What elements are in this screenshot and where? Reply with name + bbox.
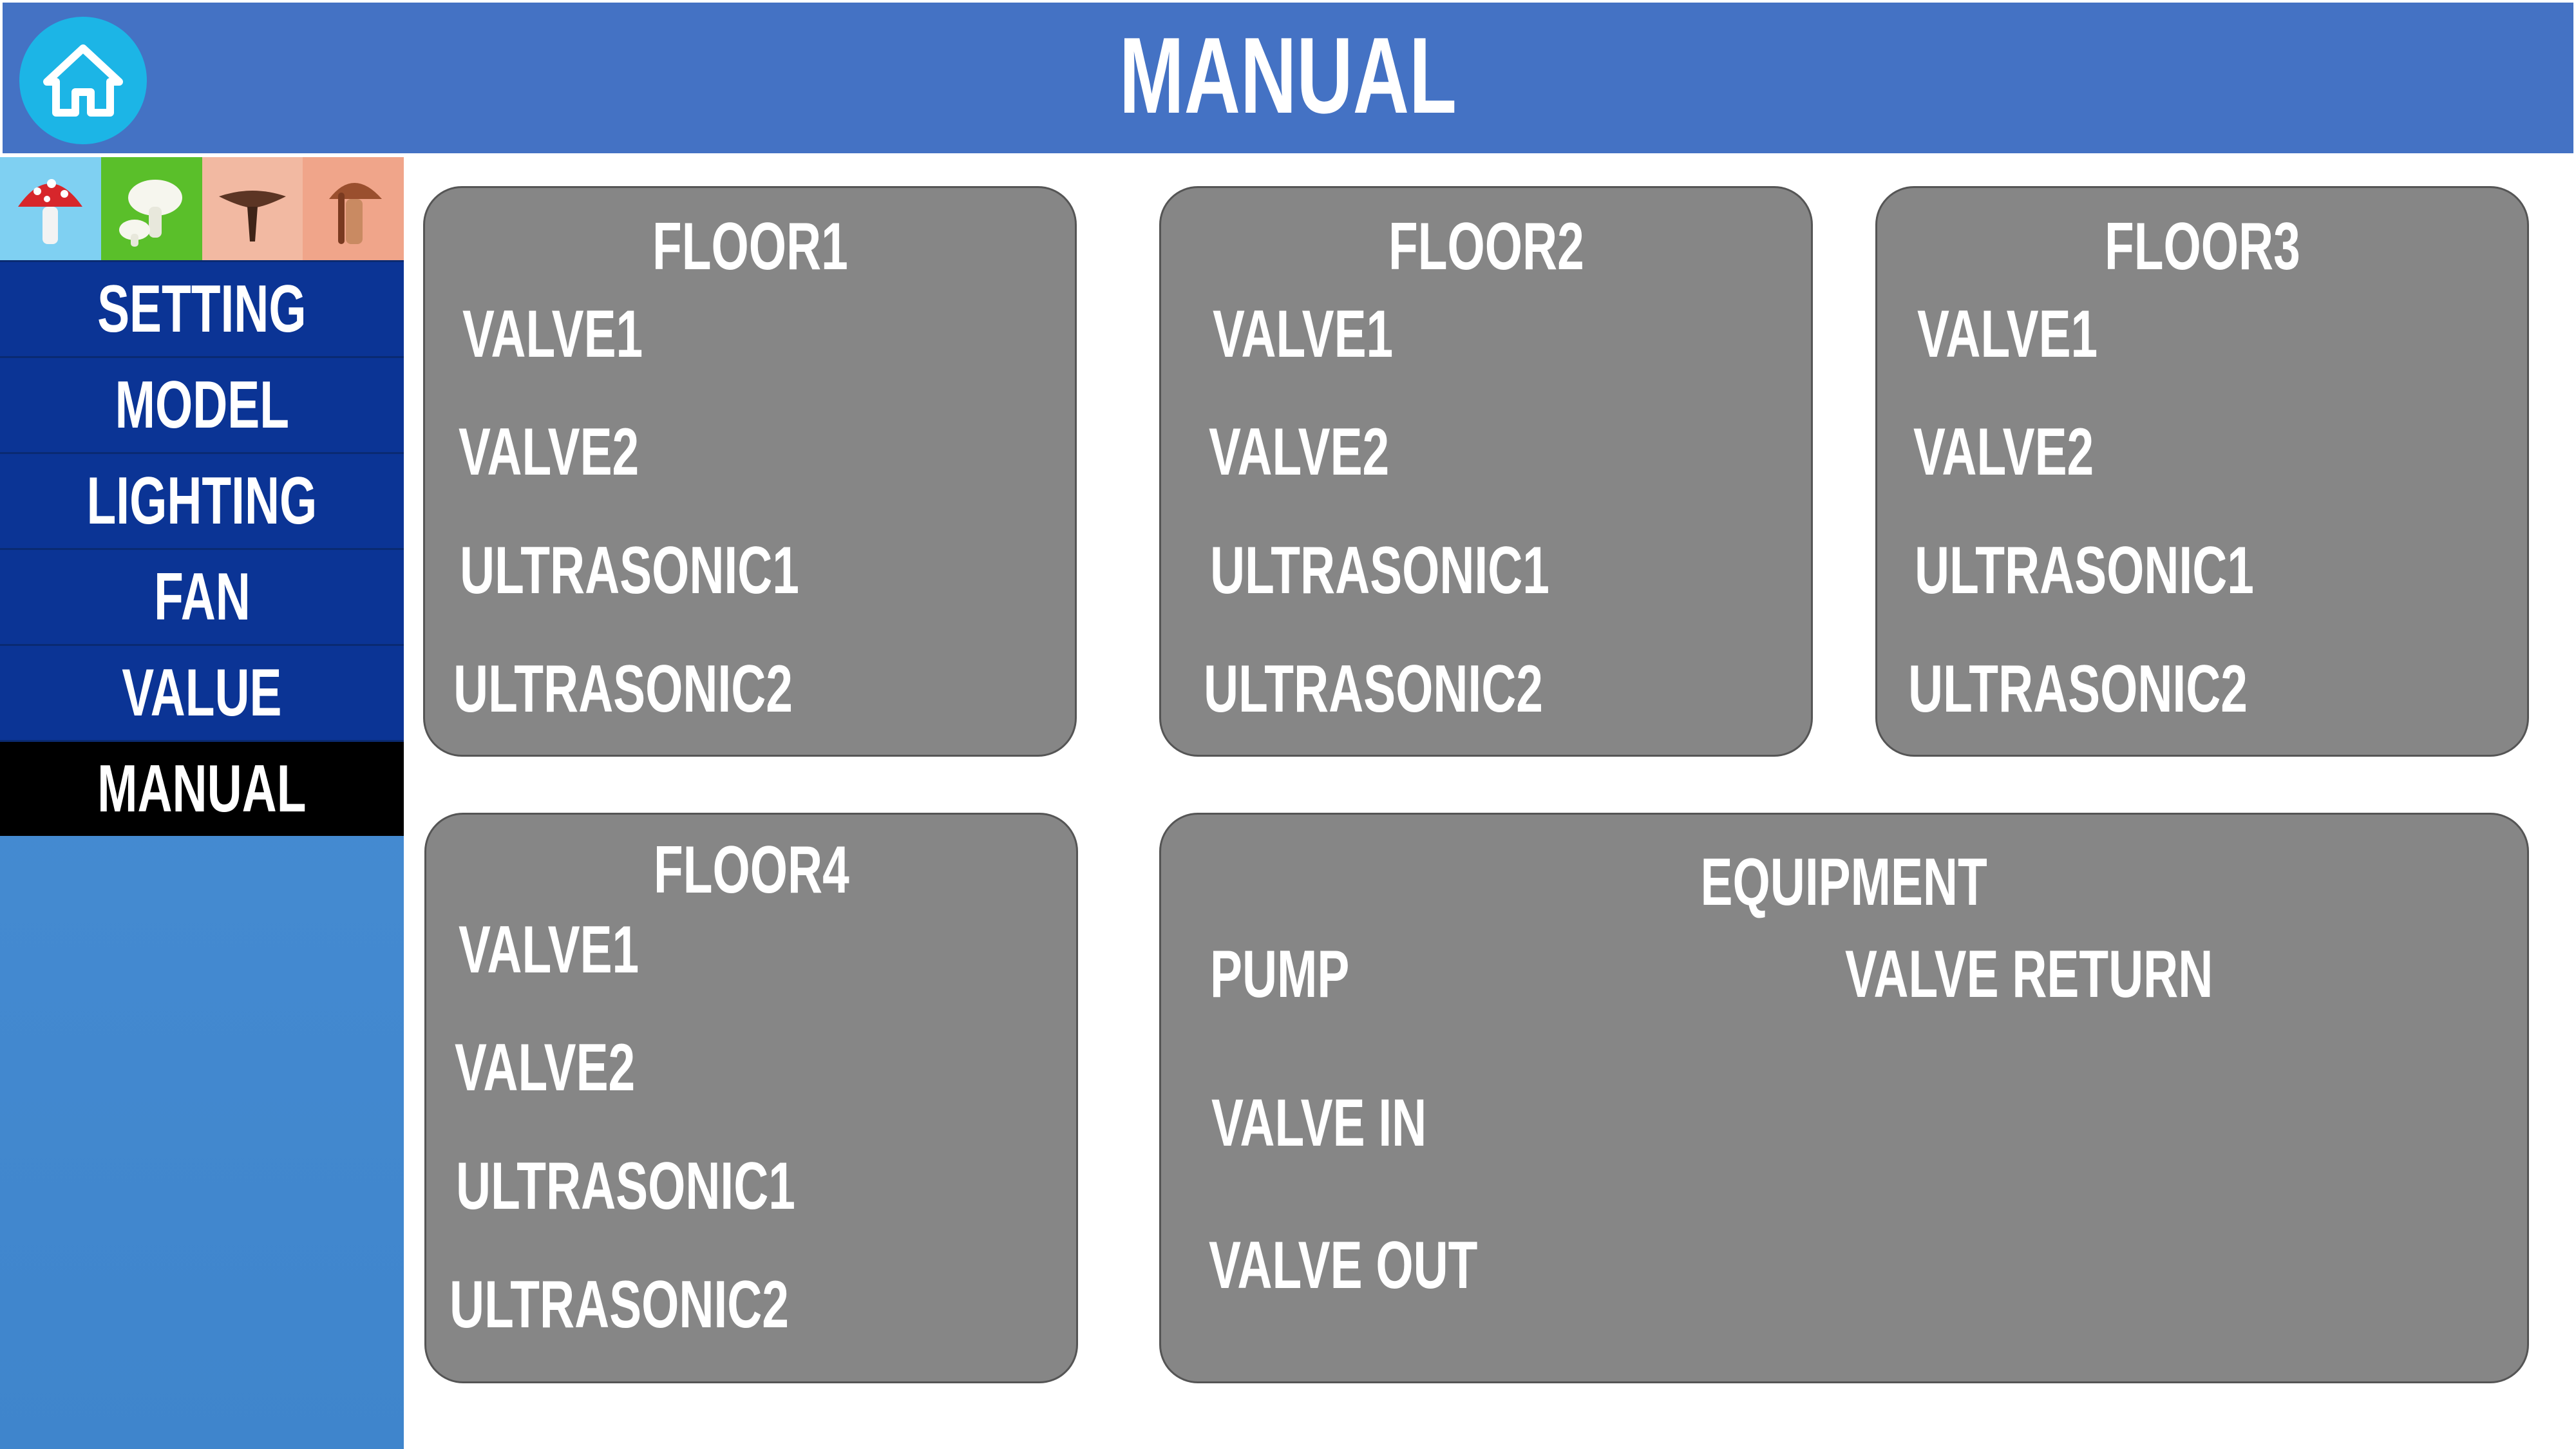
sidebar: SETTING MODEL LIGHTING FAN VALUE MANUAL bbox=[0, 157, 404, 1449]
sidebar-item-label: MODEL bbox=[115, 368, 289, 442]
floor2-ultrasonic1[interactable]: ULTRASONIC1 bbox=[1210, 535, 1681, 606]
page-title: MANUAL bbox=[3, 21, 2573, 130]
fly-agaric-icon bbox=[18, 179, 83, 244]
sidebar-item-label: VALUE bbox=[122, 656, 282, 730]
panel-title-text: EQUIPMENT bbox=[1700, 845, 1988, 920]
floor2-ultrasonic2[interactable]: ULTRASONIC2 bbox=[1204, 654, 1675, 724]
fly-agaric-tile bbox=[0, 157, 101, 260]
row-label-text: ULTRASONIC1 bbox=[460, 533, 799, 608]
floor4-ultrasonic2[interactable]: ULTRASONIC2 bbox=[450, 1269, 921, 1340]
floor2-valve1[interactable]: VALVE1 bbox=[1213, 299, 1463, 370]
floor1-ultrasonic1[interactable]: ULTRASONIC1 bbox=[460, 535, 931, 606]
floor4-ultrasonic1[interactable]: ULTRASONIC1 bbox=[456, 1151, 927, 1222]
brown-cap-mushroom-tile bbox=[202, 157, 303, 260]
tall-mushroom-icon bbox=[328, 183, 382, 244]
floor1-ultrasonic2[interactable]: ULTRASONIC2 bbox=[453, 654, 925, 724]
sidebar-item-label: SETTING bbox=[97, 272, 307, 346]
panel-title-text: FLOOR3 bbox=[2104, 209, 2300, 284]
floor3-ultrasonic2[interactable]: ULTRASONIC2 bbox=[1908, 654, 2380, 724]
panel-title: FLOOR2 bbox=[1161, 211, 1811, 282]
sidebar-item-label: LIGHTING bbox=[86, 464, 317, 538]
equipment-valve-in[interactable]: VALVE IN bbox=[1211, 1088, 1510, 1159]
sidebar-item-model[interactable]: MODEL bbox=[0, 356, 404, 452]
floor3-valve2[interactable]: VALVE2 bbox=[1913, 417, 2164, 488]
row-label-text: ULTRASONIC1 bbox=[1915, 533, 2254, 608]
row-label-text: VALVE1 bbox=[1917, 297, 2098, 372]
white-mushroom-tile bbox=[100, 157, 202, 260]
mushroom-banner bbox=[0, 157, 404, 260]
floor1-valve2[interactable]: VALVE2 bbox=[459, 417, 709, 488]
sidebar-item-fan[interactable]: FAN bbox=[0, 548, 404, 644]
row-label-text: ULTRASONIC1 bbox=[1210, 533, 1549, 608]
floor1-valve1[interactable]: VALVE1 bbox=[462, 299, 713, 370]
row-label-text: ULTRASONIC2 bbox=[1908, 652, 2248, 726]
home-icon bbox=[43, 44, 123, 117]
panel-title: EQUIPMENT bbox=[1161, 847, 2527, 918]
header-bar: MANUAL bbox=[3, 3, 2573, 153]
sidebar-item-setting[interactable]: SETTING bbox=[0, 260, 404, 356]
row-label-text: VALVE1 bbox=[462, 297, 643, 372]
equipment-panel: EQUIPMENT PUMP VALVE RETURN VALVE IN VAL… bbox=[1159, 813, 2529, 1383]
sidebar-item-value[interactable]: VALUE bbox=[0, 644, 404, 740]
floor2-panel: FLOOR2 VALVE1 VALVE2 ULTRASONIC1 ULTRASO… bbox=[1159, 186, 1813, 757]
row-label-text: VALVE OUT bbox=[1209, 1228, 1478, 1303]
white-mushroom-icon bbox=[119, 180, 183, 247]
floor4-panel: FLOOR4 VALVE1 VALVE2 ULTRASONIC1 ULTRASO… bbox=[424, 813, 1078, 1383]
floor3-ultrasonic1[interactable]: ULTRASONIC1 bbox=[1915, 535, 2386, 606]
row-label-text: ULTRASONIC2 bbox=[1204, 652, 1543, 726]
equipment-pump[interactable]: PUMP bbox=[1210, 939, 1403, 1010]
floor4-valve1[interactable]: VALVE1 bbox=[459, 914, 709, 985]
sidebar-item-label: FAN bbox=[153, 560, 251, 634]
floor4-valve2[interactable]: VALVE2 bbox=[455, 1032, 705, 1103]
row-label-text: VALVE2 bbox=[459, 415, 639, 489]
floor1-panel: FLOOR1 VALVE1 VALVE2 ULTRASONIC1 ULTRASO… bbox=[423, 186, 1077, 757]
panel-title: FLOOR4 bbox=[426, 835, 1076, 905]
page-title-text: MANUAL bbox=[1119, 15, 1457, 136]
sidebar-nav: SETTING MODEL LIGHTING FAN VALUE MANUAL bbox=[0, 260, 404, 836]
row-label-text: PUMP bbox=[1210, 937, 1350, 1012]
row-label-text: VALVE1 bbox=[459, 913, 639, 987]
panel-title: FLOOR3 bbox=[1877, 211, 2527, 282]
sidebar-item-manual[interactable]: MANUAL bbox=[0, 740, 404, 836]
panel-title-text: FLOOR2 bbox=[1388, 209, 1584, 284]
panel-title-text: FLOOR4 bbox=[653, 833, 849, 907]
equipment-valve-out[interactable]: VALVE OUT bbox=[1209, 1230, 1582, 1301]
sidebar-item-lighting[interactable]: LIGHTING bbox=[0, 452, 404, 548]
panel-title-text: FLOOR1 bbox=[652, 209, 848, 284]
equipment-valve-return[interactable]: VALVE RETURN bbox=[1845, 939, 2356, 1010]
home-button[interactable] bbox=[19, 17, 147, 144]
row-label-text: ULTRASONIC1 bbox=[456, 1149, 795, 1224]
row-label-text: VALVE IN bbox=[1211, 1086, 1427, 1160]
panel-title: FLOOR1 bbox=[425, 211, 1075, 282]
row-label-text: VALVE1 bbox=[1213, 297, 1394, 372]
row-label-text: ULTRASONIC2 bbox=[453, 652, 793, 726]
floor2-valve2[interactable]: VALVE2 bbox=[1209, 417, 1459, 488]
sidebar-item-label: MANUAL bbox=[97, 752, 307, 826]
row-label-text: VALVE2 bbox=[455, 1030, 636, 1105]
row-label-text: VALVE2 bbox=[1209, 415, 1390, 489]
row-label-text: ULTRASONIC2 bbox=[450, 1267, 789, 1342]
floor3-valve1[interactable]: VALVE1 bbox=[1917, 299, 2168, 370]
floor3-panel: FLOOR3 VALVE1 VALVE2 ULTRASONIC1 ULTRASO… bbox=[1875, 186, 2529, 757]
brown-cap-mushroom-icon bbox=[218, 191, 286, 242]
row-label-text: VALVE2 bbox=[1913, 415, 2094, 489]
tall-mushroom-tile bbox=[303, 157, 404, 260]
row-label-text: VALVE RETURN bbox=[1845, 937, 2213, 1012]
